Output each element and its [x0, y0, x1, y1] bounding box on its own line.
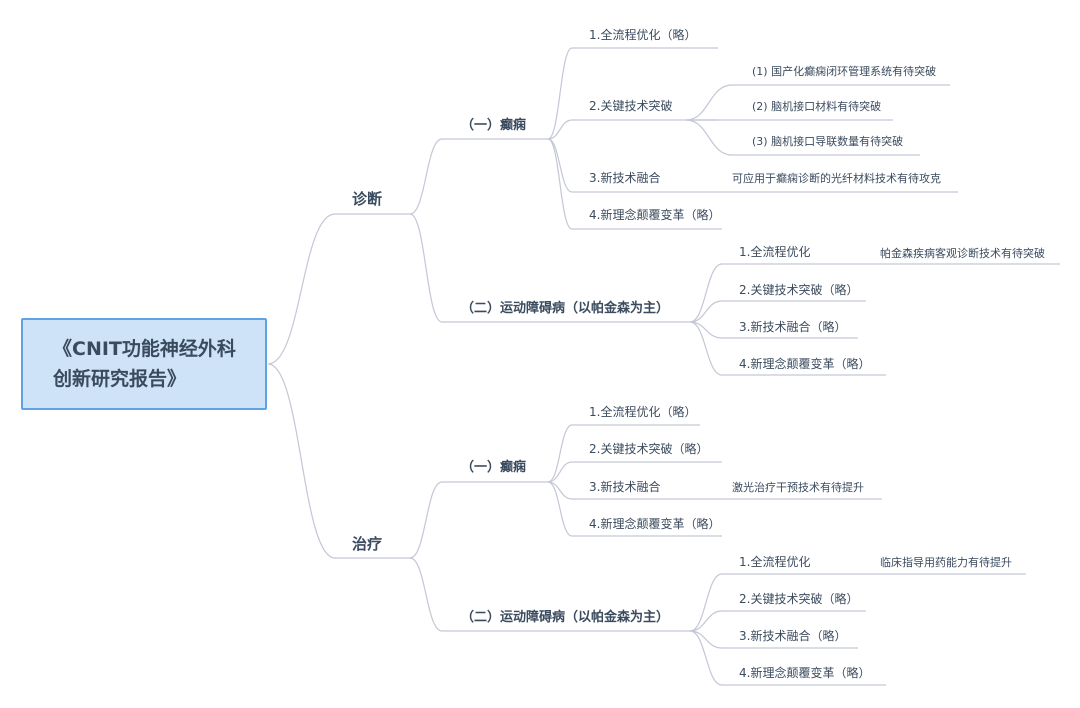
node-t-ep-2[interactable]: 2.关键技术突破（略）	[589, 442, 709, 456]
connector-diagnosis-movement	[409, 213, 443, 323]
connector-t-ep-2	[547, 461, 573, 483]
connector-d-mv-4	[689, 321, 723, 376]
connector-root-treatment	[267, 363, 336, 559]
connector-t-mv-2	[689, 610, 723, 632]
node-treatment[interactable]: 治疗	[352, 535, 383, 553]
node-t-ep-4[interactable]: 4.新理念颠覆变革（略）	[589, 517, 721, 531]
connector-t-mv-4	[689, 630, 723, 686]
connector-d-mv-1	[689, 263, 723, 323]
node-d-ep-2-3[interactable]: (3) 脑机接口导联数量有待突破	[752, 135, 904, 148]
connector-d-mv-2	[689, 300, 723, 323]
node-treatment-epilepsy[interactable]: （一）癫痫	[461, 460, 527, 475]
node-d-ep-2-2[interactable]: (2) 脑机接口材料有待突破	[752, 100, 882, 113]
connector-d-ep-1	[547, 47, 573, 140]
connector-t-ep-1	[547, 424, 573, 483]
node-diagnosis-epilepsy[interactable]: （一）癫痫	[461, 118, 527, 133]
node-t-mv-1-1[interactable]: 临床指导用药能力有待提升	[880, 556, 1012, 569]
node-t-ep-3[interactable]: 3.新技术融合	[589, 480, 661, 494]
node-d-ep-3[interactable]: 3.新技术融合	[589, 171, 661, 185]
node-t-ep-1[interactable]: 1.全流程优化（略）	[589, 405, 697, 419]
node-d-ep-2-1[interactable]: (1) 国产化癫痫闭环管理系统有待突破	[752, 65, 937, 78]
node-d-ep-3-1[interactable]: 可应用于癫痫诊断的光纤材料技术有待攻克	[732, 172, 941, 185]
root-node[interactable]: 《CNIT功能神经外科 创新研究报告》	[21, 318, 267, 410]
root-title-line2: 创新研究报告》	[53, 368, 187, 390]
node-d-ep-2[interactable]: 2.关键技术突破	[589, 99, 673, 113]
node-treatment-movement[interactable]: （二）运动障碍病（以帕金森为主）	[461, 610, 670, 625]
node-d-ep-1[interactable]: 1.全流程优化（略）	[589, 28, 697, 42]
node-d-mv-4[interactable]: 4.新理念颠覆变革（略）	[739, 357, 871, 371]
node-d-mv-3[interactable]: 3.新技术融合（略）	[739, 320, 847, 334]
node-d-mv-1-1[interactable]: 帕金森疾病客观诊断技术有待突破	[880, 247, 1045, 260]
node-t-mv-3[interactable]: 3.新技术融合（略）	[739, 629, 847, 643]
node-d-mv-2[interactable]: 2.关键技术突破（略）	[739, 283, 859, 297]
node-diagnosis[interactable]: 诊断	[352, 190, 383, 208]
node-d-mv-1[interactable]: 1.全流程优化	[739, 245, 811, 259]
node-d-ep-4[interactable]: 4.新理念颠覆变革（略）	[589, 208, 721, 222]
node-t-mv-1[interactable]: 1.全流程优化	[739, 555, 811, 569]
root-title-line1: 《CNIT功能神经外科	[53, 338, 236, 360]
node-t-mv-2[interactable]: 2.关键技术突破（略）	[739, 592, 859, 606]
connector-d-ep-4	[547, 138, 573, 230]
connector-d-ep-2-1	[685, 84, 733, 121]
node-t-mv-4[interactable]: 4.新理念颠覆变革（略）	[739, 666, 871, 680]
connector-t-mv-1	[689, 573, 723, 632]
node-t-ep-3-1[interactable]: 激光治疗干预技术有待提升	[732, 481, 864, 494]
connector-d-ep-2	[547, 119, 573, 140]
connector-diagnosis-epilepsy	[409, 138, 443, 215]
connector-treatment-epilepsy	[409, 481, 443, 559]
connector-d-ep-2-3	[685, 119, 733, 156]
node-diagnosis-movement[interactable]: （二）运动障碍病（以帕金森为主）	[461, 301, 670, 316]
connector-root-diagnosis	[267, 213, 336, 365]
connector-t-ep-4	[547, 481, 573, 537]
connector-treatment-movement	[409, 557, 443, 632]
